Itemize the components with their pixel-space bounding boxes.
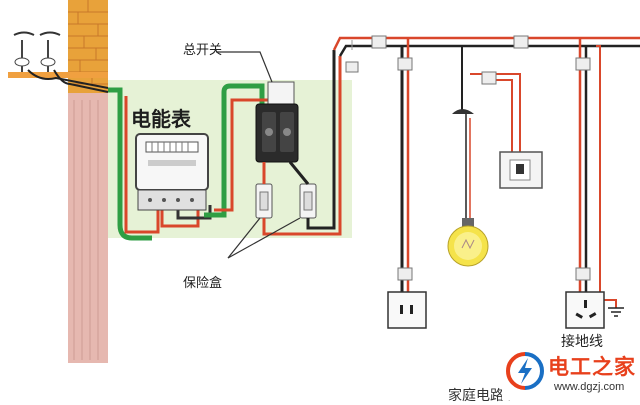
watermark-title: 电工之家: [548, 355, 636, 379]
main-switch-label: 总开关: [183, 43, 223, 58]
watermark: 电工之家 www.dgzj.com: [502, 348, 638, 400]
junction-boxes: [345, 35, 591, 281]
label-pointers: [216, 51, 301, 259]
main-switch: [255, 81, 299, 163]
three-pin-outlet: [565, 291, 605, 329]
wall: [68, 0, 108, 363]
light-bulb: [447, 109, 489, 267]
watermark-url: www.dgzj.com: [554, 381, 625, 393]
ground-wire-label: 接地线: [561, 334, 603, 350]
ground-symbol-icon: [608, 307, 624, 317]
meter-label: 电能表: [131, 107, 191, 131]
lightning-logo-icon: [506, 352, 544, 390]
wall-switch: [499, 151, 543, 189]
fuse-box-label: 保险盒: [183, 276, 223, 291]
diagram-caption: 家庭电路ト: [448, 388, 518, 404]
fuse-boxes: [255, 50, 342, 236]
electricity-meter: [135, 133, 209, 211]
house-wiring: [332, 36, 640, 308]
two-pin-outlet: [387, 291, 427, 329]
service-drop: [8, 31, 109, 93]
meter-wiring: [108, 87, 212, 241]
